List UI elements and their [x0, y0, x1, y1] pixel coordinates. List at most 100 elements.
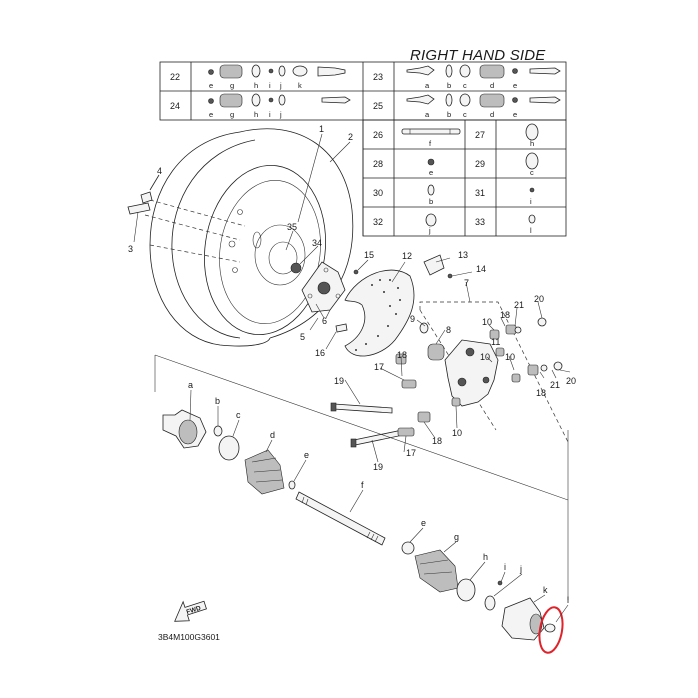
callout-16: 16 — [315, 348, 325, 358]
svg-text:e: e — [209, 81, 213, 90]
callout-10b: 10 — [480, 352, 490, 362]
callout-k: k — [543, 585, 548, 595]
kit-no-30: 30 — [373, 188, 383, 198]
svg-text:d: d — [490, 110, 494, 119]
kit-32-ring — [425, 213, 437, 227]
callout-13: 13 — [458, 250, 468, 260]
svg-text:h: h — [254, 110, 258, 119]
callout-7: 7 — [464, 278, 469, 288]
kit-28-part — [427, 158, 435, 166]
callout-f: f — [361, 480, 364, 490]
svg-text:g: g — [230, 110, 234, 119]
callout-18b: 18 — [500, 310, 510, 320]
svg-text:e: e — [513, 110, 517, 119]
svg-text:k: k — [298, 81, 302, 90]
hub-and-disc — [301, 254, 453, 357]
kit-22-parts — [208, 64, 346, 79]
kit-no-25: 25 — [373, 101, 383, 111]
svg-text:b: b — [429, 197, 433, 206]
kit-no-27: 27 — [475, 130, 485, 140]
callout-14: 14 — [476, 264, 486, 274]
callout-1: 1 — [319, 124, 324, 134]
kit-no-31: 31 — [475, 188, 485, 198]
kit-29-clamp — [525, 152, 539, 170]
svg-text:i: i — [530, 197, 532, 206]
kit-23-parts — [406, 64, 561, 79]
svg-text:j: j — [279, 110, 282, 119]
callout-20b: 20 — [566, 376, 576, 386]
callout-c: c — [236, 410, 241, 420]
svg-text:b: b — [447, 81, 451, 90]
callout-10a: 10 — [482, 317, 492, 327]
kit-30-ring — [427, 184, 435, 196]
callout-12: 12 — [402, 251, 412, 261]
svg-text:d: d — [490, 81, 494, 90]
kit-33-ring — [528, 214, 536, 224]
svg-text:e: e — [429, 168, 433, 177]
svg-text:a: a — [425, 110, 430, 119]
wheel-assembly — [127, 128, 354, 347]
kit-no-26: 26 — [373, 130, 383, 140]
callout-19b: 19 — [373, 462, 383, 472]
callout-j: j — [519, 564, 522, 574]
kit-no-23: 23 — [373, 72, 383, 82]
callout-11: 11 — [491, 337, 500, 347]
svg-text:b: b — [447, 110, 451, 119]
svg-text:i: i — [269, 110, 271, 119]
callout-19a: 19 — [334, 376, 344, 386]
callout-l: l — [567, 595, 569, 605]
callout-18d: 18 — [432, 436, 442, 446]
callout-a: a — [188, 380, 193, 390]
callout-numbers: 1 2 3 4 5 6 7 8 9 10 10 10 10 11 12 13 1… — [128, 124, 576, 605]
callout-10d: 10 — [452, 428, 462, 438]
callout-2: 2 — [348, 132, 353, 142]
callout-18a: 18 — [397, 350, 407, 360]
callout-10c: 10 — [505, 352, 515, 362]
callout-9: 9 — [410, 314, 415, 324]
kits-table: 22 23 24 25 26 27 28 29 30 31 32 33 e g … — [159, 61, 567, 237]
svg-text:h: h — [254, 81, 258, 90]
callout-5: 5 — [300, 332, 305, 342]
svg-text:e: e — [513, 81, 517, 90]
fwd-label: FWD — [186, 605, 203, 616]
callout-20a: 20 — [534, 294, 544, 304]
kit-27-clamp — [525, 123, 539, 141]
part-l-highlight — [538, 606, 564, 654]
kit-26-shaft — [401, 128, 461, 135]
callout-8: 8 — [446, 325, 451, 335]
callout-4: 4 — [157, 166, 162, 176]
callout-34: 34 — [312, 238, 322, 248]
kit-24-parts — [208, 93, 351, 108]
callout-d: d — [270, 430, 275, 440]
svg-text:g: g — [230, 81, 234, 90]
svg-text:e: e — [209, 110, 213, 119]
kit-no-32: 32 — [373, 217, 383, 227]
callout-e-upper: e — [304, 450, 309, 460]
svg-text:c: c — [463, 110, 467, 119]
kit-no-29: 29 — [475, 159, 485, 169]
kit-25-parts — [406, 93, 561, 108]
kit-no-28: 28 — [373, 159, 383, 169]
kit-no-22: 22 — [170, 72, 180, 82]
callout-15: 15 — [364, 250, 374, 260]
svg-text:c: c — [530, 168, 534, 177]
diagram-code: 3B4M100G3601 — [158, 632, 220, 642]
callout-h: h — [483, 552, 488, 562]
callout-17b: 17 — [406, 448, 416, 458]
svg-text:j: j — [279, 81, 282, 90]
svg-text:f: f — [429, 139, 432, 148]
kit-31-part — [529, 187, 535, 193]
svg-text:c: c — [463, 81, 467, 90]
drive-shaft-assembly — [162, 409, 556, 641]
callout-b: b — [215, 396, 220, 406]
fwd-arrow-icon: FWD — [174, 600, 207, 622]
svg-text:a: a — [425, 81, 430, 90]
svg-text:l: l — [530, 226, 532, 235]
diagram-title: RIGHT HAND SIDE — [410, 47, 546, 64]
callout-21a: 21 — [514, 300, 524, 310]
svg-text:h: h — [530, 139, 534, 148]
kit-no-33: 33 — [475, 217, 485, 227]
callout-21b: 21 — [550, 380, 560, 390]
callout-18c: 18 — [536, 388, 546, 398]
